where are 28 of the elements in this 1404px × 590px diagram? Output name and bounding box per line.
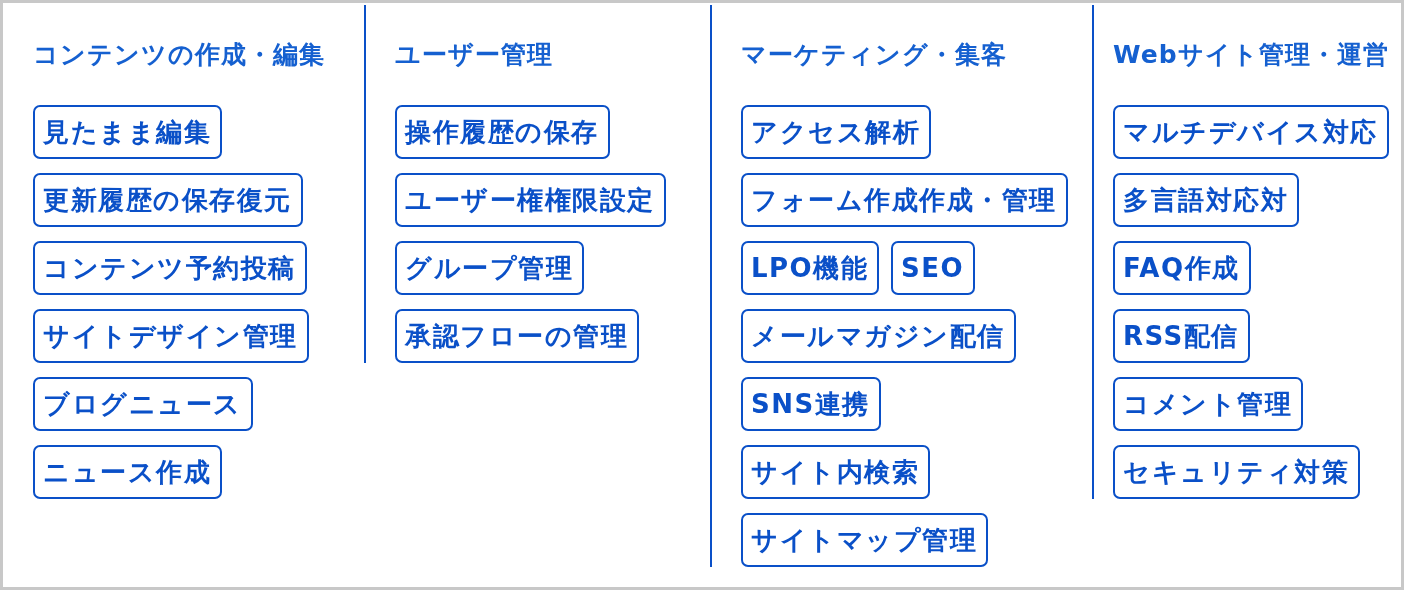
feature-tag: LPO機能 bbox=[741, 241, 880, 295]
feature-tag: コメント管理 bbox=[1113, 377, 1303, 431]
feature-tag: サイト内検索 bbox=[741, 445, 930, 499]
feature-tag: ニュース作成 bbox=[33, 445, 222, 499]
column-heading: ユーザー管理 bbox=[395, 39, 553, 71]
feature-tag: フォーム作成作成・管理 bbox=[741, 173, 1068, 227]
feature-tag: 承認フローの管理 bbox=[395, 309, 639, 363]
feature-tag: サイトデザイン管理 bbox=[33, 309, 309, 363]
feature-tag: 見たまま編集 bbox=[33, 105, 222, 159]
feature-tag: 多言語対応対 bbox=[1113, 173, 1299, 227]
feature-tag: SNS連携 bbox=[741, 377, 881, 431]
column-heading: コンテンツの作成・編集 bbox=[33, 39, 325, 71]
feature-tag: FAQ作成 bbox=[1113, 241, 1251, 295]
feature-tag: SEO bbox=[891, 241, 976, 295]
column-heading: Webサイト管理・運営 bbox=[1113, 39, 1389, 71]
feature-tag: コンテンツ予約投稿 bbox=[33, 241, 307, 295]
feature-tag: サイトマップ管理 bbox=[741, 513, 988, 567]
feature-tag: RSS配信 bbox=[1113, 309, 1250, 363]
feature-tag: 更新履歴の保存復元 bbox=[33, 173, 303, 227]
feature-tag: ユーザー権権限設定 bbox=[395, 173, 666, 227]
feature-tag: 操作履歴の保存 bbox=[395, 105, 610, 159]
feature-tag: メールマガジン配信 bbox=[741, 309, 1016, 363]
feature-tag: ブログニュース bbox=[33, 377, 253, 431]
column-heading: マーケティング・集客 bbox=[741, 39, 1007, 71]
feature-tag: マルチデバイス対応 bbox=[1113, 105, 1389, 159]
feature-tag: グループ管理 bbox=[395, 241, 584, 295]
feature-tag: アクセス解析 bbox=[741, 105, 931, 159]
feature-tag: セキュリティ対策 bbox=[1113, 445, 1360, 499]
